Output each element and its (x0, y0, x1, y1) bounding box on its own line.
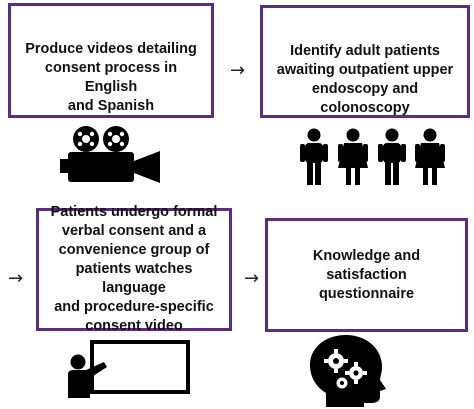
step-2-line: Identify adult patients (290, 43, 440, 59)
step-1-line: consent process in English (44, 60, 178, 95)
step-3-line: patients watches language (75, 261, 193, 296)
step-2-box: Identify adult patients awaiting outpati… (260, 5, 470, 118)
arrow-right-1: → (230, 60, 246, 81)
step-3-line: and procedure-specific (54, 299, 214, 315)
presentation-icon (68, 340, 190, 398)
step-1-line: and Spanish (67, 98, 155, 114)
step-3-box: Patients undergo formal verbal consent a… (36, 204, 232, 334)
step-3-line: Patients undergo formal (50, 204, 218, 220)
step-2-line: endoscopy and colonoscopy (311, 81, 419, 116)
step-3-line: convenience group of (58, 242, 210, 258)
step-4-line: Knowledge and (312, 247, 421, 264)
step-4-line: questionnaire (318, 285, 415, 302)
head-gears-icon (310, 335, 386, 407)
video-camera-icon (60, 126, 160, 183)
step-1-box: Produce videos detailing consent process… (8, 3, 214, 118)
step-2-line: awaiting outpatient upper (276, 62, 454, 78)
arrow-right-3: → (244, 268, 260, 289)
step-3-line: consent video (85, 318, 183, 334)
step-4-line: satisfaction (326, 266, 407, 283)
people-icon (300, 128, 445, 185)
arrow-right-2: → (8, 268, 24, 289)
step-4-box: Knowledge and satisfaction questionnaire (265, 218, 468, 332)
step-3-line: verbal consent and a (61, 223, 207, 239)
step-1-line: Produce videos detailing (25, 41, 197, 57)
